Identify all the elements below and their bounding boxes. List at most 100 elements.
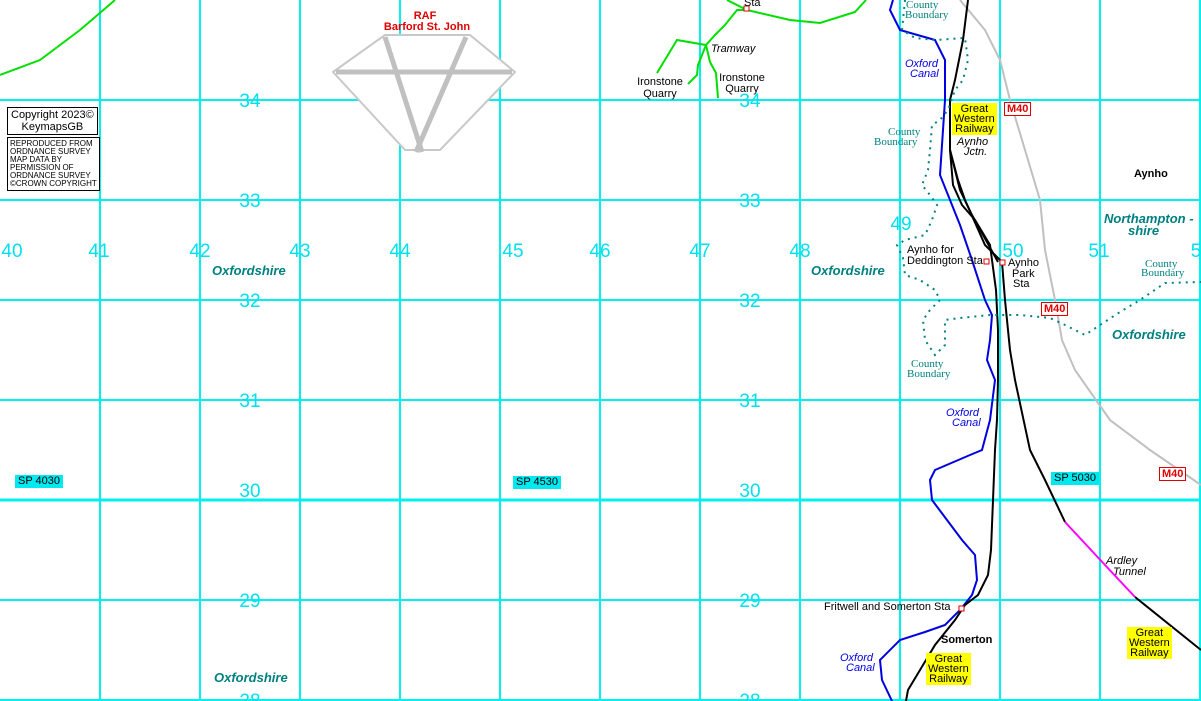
m40-motorway <box>959 0 1201 486</box>
station-marker-fritwell[interactable] <box>958 605 965 612</box>
gwr-text: Great <box>934 653 963 665</box>
fritwell-somerton-label: Fritwell and Somerton Sta <box>824 601 951 613</box>
tramway-label: Tramway <box>711 43 757 55</box>
station-marker-aynho-park[interactable] <box>999 259 1006 266</box>
os-permission-box: REPRODUCED FROM ORDNANCE SURVEY MAP DATA… <box>7 137 100 191</box>
easting-label: 41 <box>88 241 109 262</box>
station-label: Sta <box>744 0 761 9</box>
quarry-label: Ironstone <box>637 76 683 88</box>
m40-badge: M40 <box>1159 467 1187 481</box>
m40-badge: M40 <box>1041 302 1069 316</box>
ardley-tunnel-label: Tunnel <box>1113 566 1146 578</box>
northing-label: 33 <box>239 191 260 212</box>
region-label-northamptonshire: Northampton - <box>1104 211 1194 226</box>
m40-badge: M40 <box>1004 102 1032 116</box>
northing-label: 34 <box>739 91 761 112</box>
aynho-junction-label: Jctn. <box>963 146 987 158</box>
northing-label: 32 <box>739 291 760 312</box>
os-text: ©CROWN COPYRIGHT <box>10 179 97 188</box>
easting-label: 43 <box>289 241 310 262</box>
aynho-deddington-label: Deddington Sta <box>907 255 984 267</box>
great-western-railway <box>905 0 1201 701</box>
county-boundary-label: County <box>888 126 921 138</box>
easting-label: 44 <box>389 241 411 262</box>
easting-label: 51 <box>1088 241 1109 262</box>
northing-label: 29 <box>239 591 260 612</box>
easting-label: 49 <box>890 214 911 235</box>
county-boundary-label: County <box>911 358 944 370</box>
grid-ref-badge: SP 4530 <box>513 476 562 489</box>
northing-label: 34 <box>239 91 261 112</box>
northing-label: 30 <box>239 481 260 502</box>
grid-labels: 40 41 42 43 44 45 46 47 48 49 50 51 5 34… <box>1 91 1201 701</box>
aynho-deddington-label: Aynho for <box>907 244 954 256</box>
region-label-oxfordshire: Oxfordshire <box>811 263 885 278</box>
canal-label: Oxford <box>946 407 980 419</box>
gwr-text: Great <box>960 103 989 115</box>
ardley-tunnel <box>1064 521 1136 598</box>
canal-label: Canal <box>910 68 939 80</box>
aynho-junction-label: Aynho <box>956 136 988 148</box>
region-label-oxfordshire: Oxfordshire <box>214 670 288 685</box>
gwr-text: Western <box>928 663 969 675</box>
canal-label: Canal <box>952 417 981 429</box>
gwr-text: Western <box>1129 637 1170 649</box>
county-boundary-label: Boundary <box>1141 267 1185 279</box>
county-boundary-label: County <box>1145 258 1178 270</box>
county-boundary-label: Boundary <box>874 136 918 148</box>
place-somerton: Somerton <box>941 634 993 646</box>
easting-label: 48 <box>789 241 810 262</box>
northing-label: 31 <box>739 391 760 412</box>
grid-ref-badge: SP 5030 <box>1051 472 1100 485</box>
copyright-owner: KeymapsGB <box>21 121 84 133</box>
gwr-text: Great <box>1135 627 1164 639</box>
copyright-text: Copyright 2023© <box>11 109 94 121</box>
os-text: REPRODUCED FROM <box>10 139 93 148</box>
aynho-park-label: Park <box>1012 268 1035 280</box>
ardley-tunnel-label: Ardley <box>1105 555 1139 567</box>
county-boundary-label: Boundary <box>905 9 949 21</box>
place-aynho: Aynho <box>1134 168 1168 180</box>
northing-label: 28 <box>739 691 760 701</box>
county-boundary-label: County <box>906 0 939 11</box>
station-marker[interactable] <box>743 5 750 12</box>
station-marker-aynho-deddington[interactable] <box>983 258 990 265</box>
raf-label-name: Barford St. John <box>384 21 470 33</box>
county-boundary-line <box>895 0 1201 357</box>
northing-label: 32 <box>239 291 260 312</box>
easting-label: 40 <box>1 241 22 262</box>
gwr-text: Western <box>954 113 995 125</box>
oxford-canal <box>878 0 997 701</box>
grid-ref-badge: SP 4030 <box>15 475 64 488</box>
region-label-oxfordshire: Oxfordshire <box>212 263 286 278</box>
raf-label: RAF <box>414 10 437 22</box>
quarry-label: Quarry <box>725 83 759 95</box>
copyright-box: Copyright 2023© KeymapsGB <box>7 107 98 135</box>
easting-label: 47 <box>689 241 710 262</box>
northing-label: 29 <box>739 591 760 612</box>
northing-label: 30 <box>739 481 760 502</box>
easting-label: 50 <box>1002 241 1023 262</box>
os-text: MAP DATA BY <box>10 155 63 164</box>
canal-label: Canal <box>846 662 875 674</box>
aynho-park-label: Aynho <box>1008 257 1039 269</box>
raf-airfield <box>332 34 516 153</box>
gwr-text: Railway <box>1130 647 1169 659</box>
northing-label: 28 <box>239 691 260 701</box>
aynho-park-label: Sta <box>1013 278 1030 290</box>
northing-label: 33 <box>739 191 760 212</box>
gwr-text: Railway <box>929 673 968 685</box>
canal-label: Oxford <box>905 58 939 70</box>
quarry-label: Quarry <box>643 88 677 100</box>
county-boundary-label: Boundary <box>907 368 951 380</box>
os-text: ORDNANCE SURVEY <box>10 147 91 156</box>
northing-label: 31 <box>239 391 260 412</box>
easting-label: 5 <box>1191 241 1201 262</box>
easting-label: 42 <box>189 241 210 262</box>
gwr-text: Railway <box>955 123 994 135</box>
region-label-oxfordshire: Oxfordshire <box>1112 327 1186 342</box>
